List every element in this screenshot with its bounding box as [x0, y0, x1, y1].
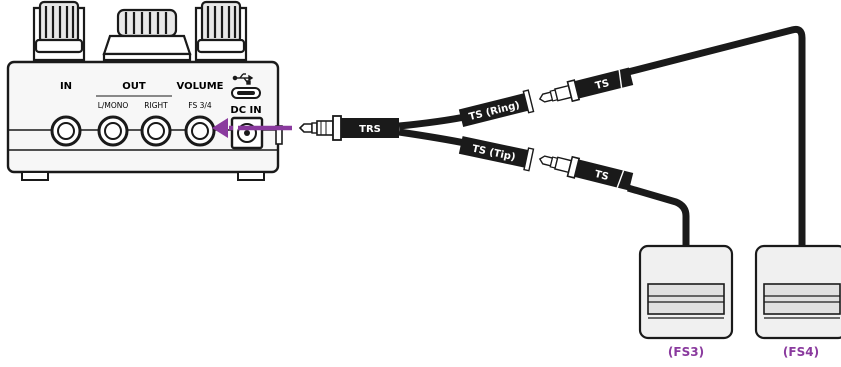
label-fs34: FS 3/4 [188, 101, 212, 110]
fs4-label: (FS4) [783, 345, 819, 359]
knob-center [102, 8, 192, 62]
trs-plug-body [341, 118, 399, 138]
ts-lower-label: TS [593, 169, 609, 183]
trs-plug: TRS [298, 115, 399, 141]
jack-fs34[interactable] [184, 115, 216, 147]
jack-dc-in[interactable] [230, 116, 264, 150]
ts-plug-upper: TS [538, 67, 634, 103]
cable-to-fs4 [627, 25, 806, 245]
ts-tip-sleeve: TS (Tip) [458, 136, 535, 172]
label-right: RIGHT [144, 101, 168, 110]
label-l-mono: L/MONO [98, 101, 129, 110]
jack-out-l-mono[interactable] [97, 115, 129, 147]
trs-label: TRS [359, 124, 381, 135]
knob-left [32, 0, 86, 62]
ts-upper-label: TS [594, 78, 610, 92]
pedal-foot-right [237, 171, 265, 181]
fs3-label: (FS3) [668, 345, 704, 359]
cable-to-fs3 [627, 184, 690, 245]
jack-out-right[interactable] [140, 115, 172, 147]
ts-plug-lower: TS [538, 155, 634, 191]
pedal: IN OUT VOLUME L/MONO RIGHT FS 3/4 DC IN [6, 0, 292, 181]
knob-right [194, 0, 248, 62]
footswitch-fs4[interactable] [754, 244, 841, 340]
pedal-body [6, 60, 280, 174]
cable-tip-branch [398, 128, 471, 148]
label-dc-in: DC IN [230, 105, 261, 116]
jack-in[interactable] [50, 115, 82, 147]
cable-ring-branch [398, 112, 471, 130]
label-volume: VOLUME [177, 81, 224, 92]
footswitch-fs3[interactable] [638, 244, 734, 340]
pedal-foot-left [21, 171, 49, 181]
usb-icon [232, 73, 254, 85]
ts-ring-sleeve: TS (Ring) [458, 89, 535, 127]
label-out: OUT [122, 81, 146, 92]
label-in: IN [60, 81, 72, 92]
insert-arrow [212, 118, 292, 138]
